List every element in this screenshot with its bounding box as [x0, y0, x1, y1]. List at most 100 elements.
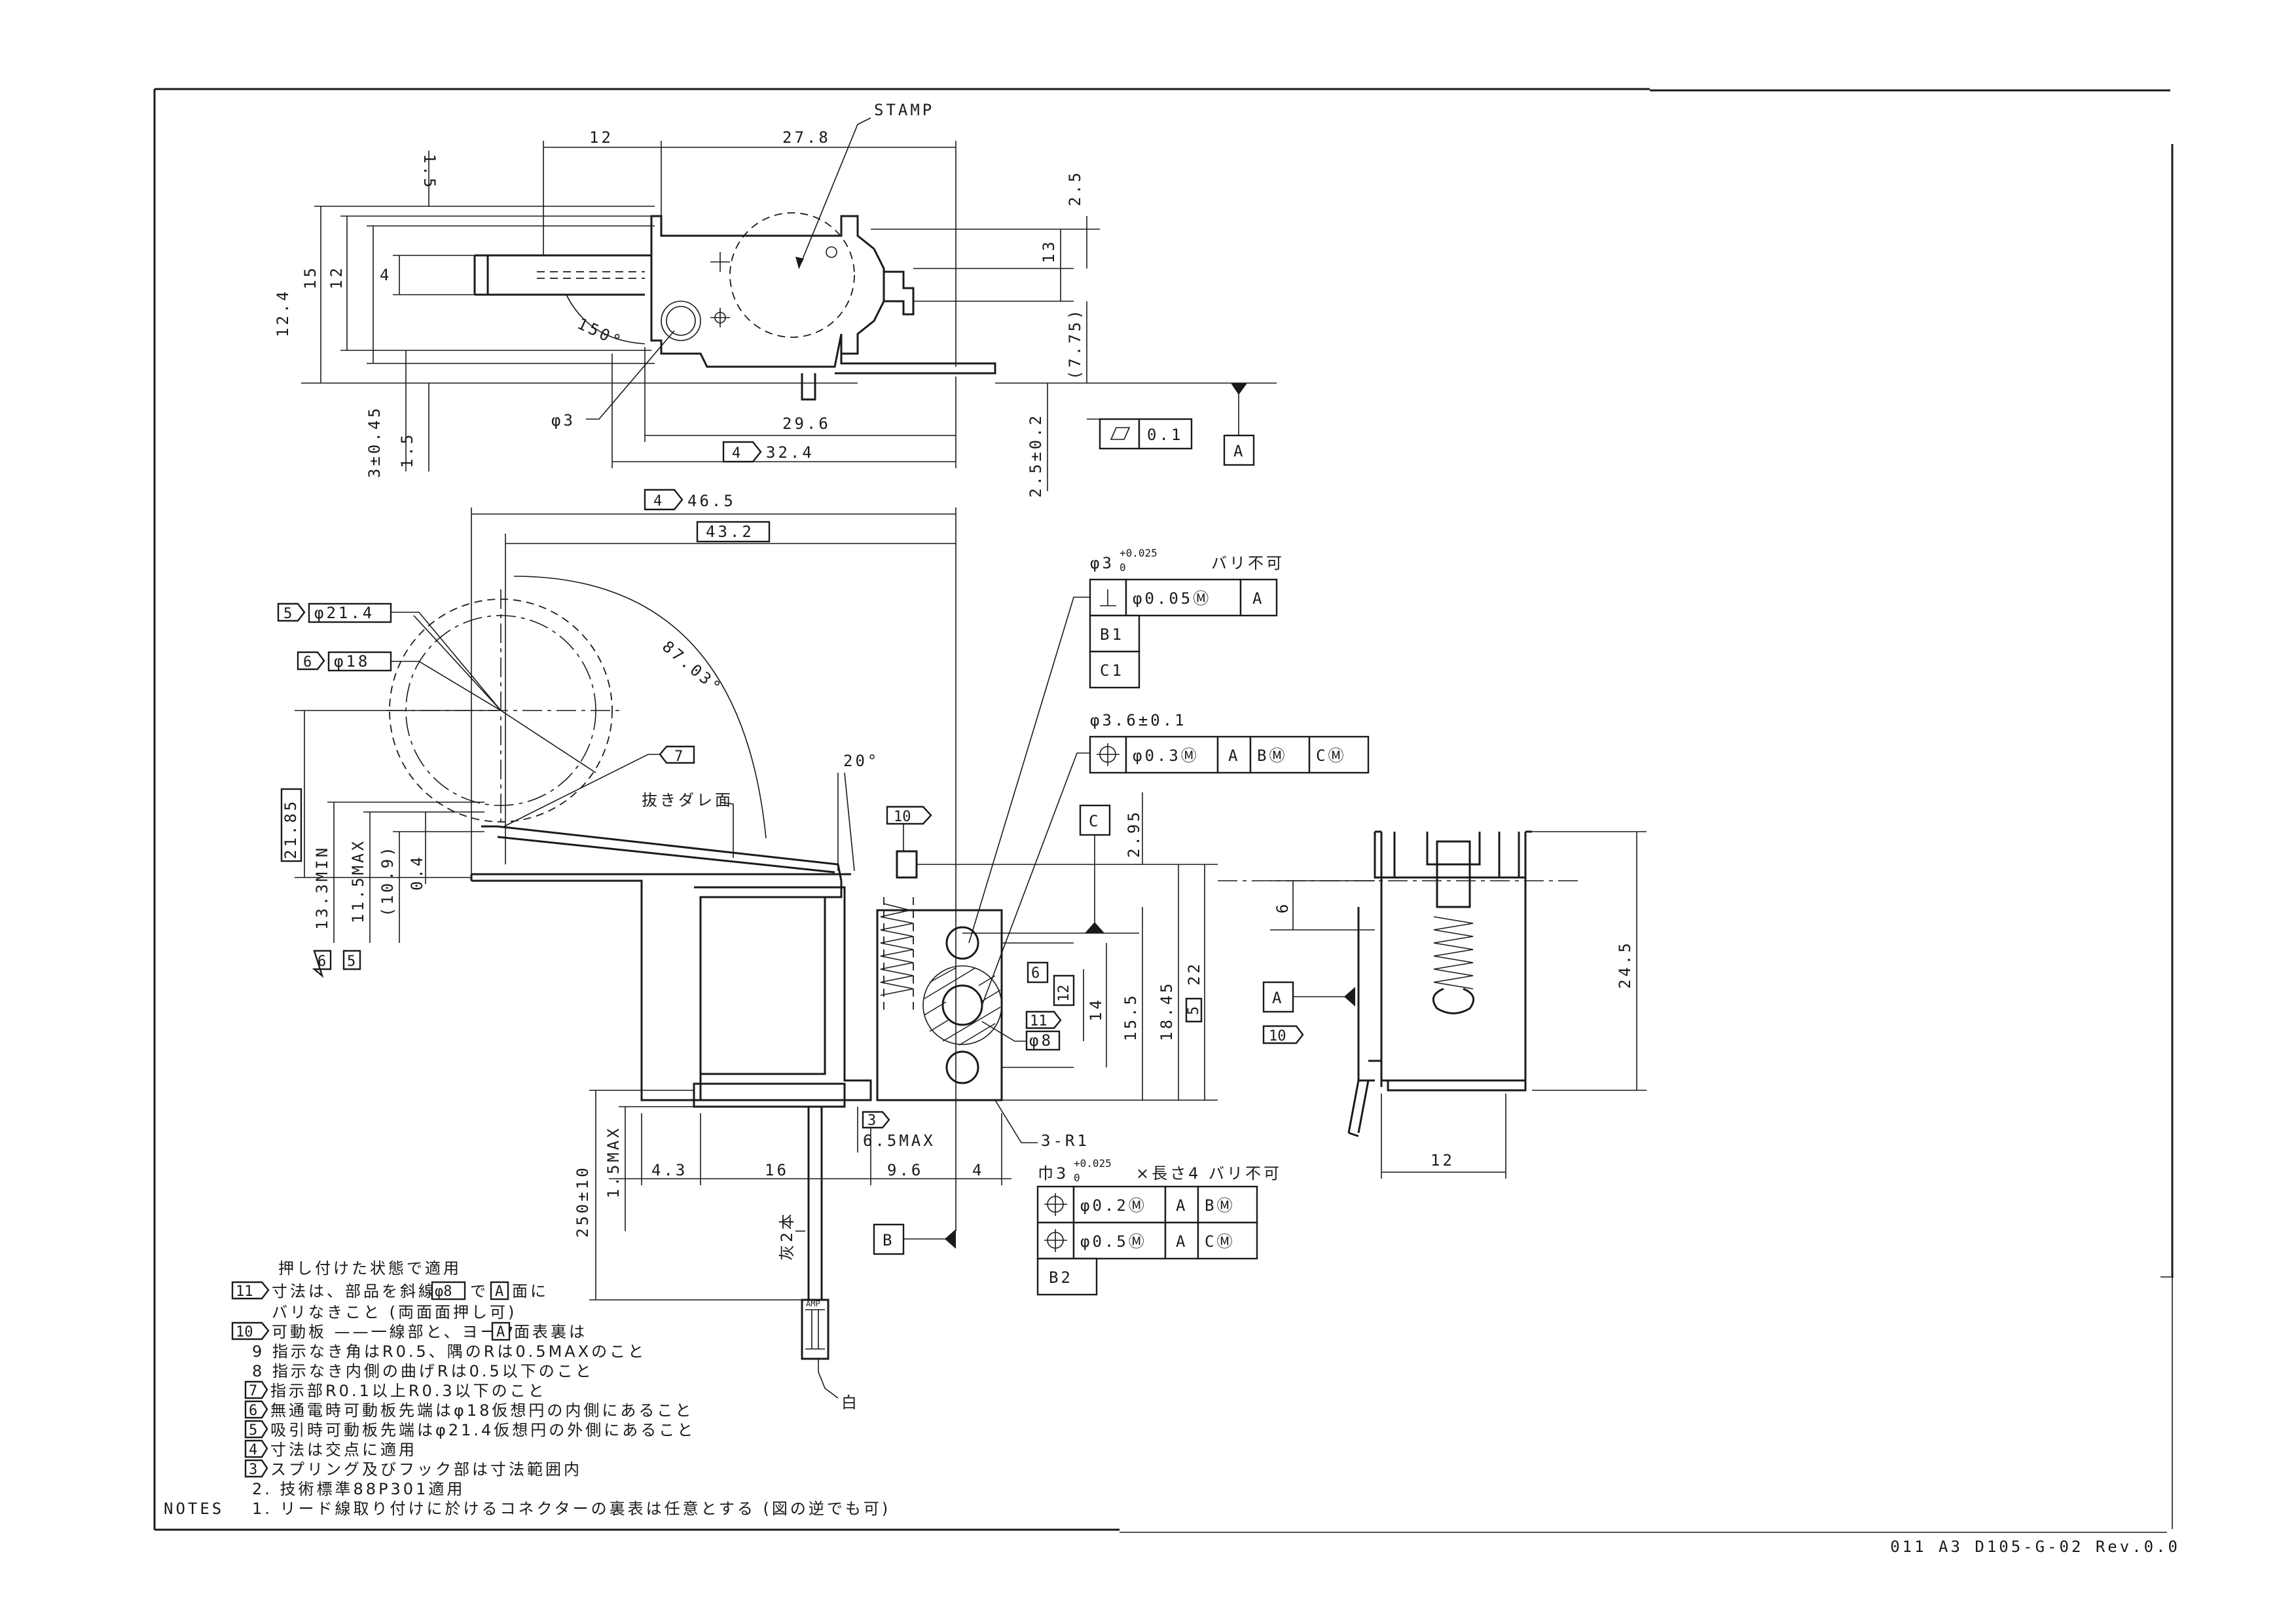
note-11b-end: 面に [512, 1282, 549, 1301]
badge-10-front: 10 [886, 805, 932, 851]
hole1-datum: A [1252, 589, 1264, 608]
svg-text:6: 6 [318, 953, 326, 970]
note-5-badge: 5 [244, 1420, 268, 1439]
note-9: 9 指示なき角はR0.5、隅のRは0.5MAXのこと [252, 1342, 646, 1361]
dim-12-4: 12.4 [274, 289, 292, 337]
angle-87-03: 87.03° [659, 637, 726, 698]
badge-5-right: 5 [1185, 997, 1203, 1023]
dim-9-6: 9.6 [887, 1161, 923, 1179]
dim-43-2: 43.2 [706, 523, 754, 541]
slot-note: ×長さ4 バリ不可 [1136, 1164, 1282, 1183]
svg-text:5: 5 [283, 606, 292, 622]
hatch-ring [924, 967, 1001, 1046]
datum-a-side: A [1262, 981, 1355, 1013]
dim-13: 13 [1040, 239, 1058, 263]
callout-phi18: 6 φ18 [297, 651, 501, 711]
svg-text:φ8: φ8 [1029, 1031, 1053, 1050]
badge-10-side: 10 [1262, 1025, 1304, 1044]
svg-text:φ21.4: φ21.4 [314, 604, 374, 622]
dim-3-r1: 3-R1 [1041, 1132, 1089, 1150]
note-6-badge: 6 [244, 1400, 268, 1419]
hole1-note: バリ不可 [1211, 554, 1285, 572]
top-view: 150° STAMP 12 27.8 1.5 12.4 15 12 4 3±0 [274, 101, 1277, 498]
svg-text:7: 7 [674, 748, 683, 765]
dim-1-5-top: 1.5 [420, 154, 439, 190]
svg-text:11: 11 [236, 1283, 253, 1300]
datum-c: C [1079, 804, 1111, 933]
dim-15-5: 15.5 [1121, 993, 1140, 1041]
svg-text:6: 6 [249, 1403, 257, 1419]
badge-4-top: 4 [722, 441, 762, 463]
svg-text:4: 4 [732, 445, 740, 462]
dim-4-3: 4.3 [651, 1161, 687, 1179]
slot-row1-a: A [1176, 1196, 1188, 1215]
note-11b-box: φ8 [435, 1283, 452, 1300]
svg-text:3: 3 [867, 1113, 876, 1129]
hole1-sub: 0 [1120, 561, 1126, 574]
slot-row1-b: BⓂ [1205, 1196, 1235, 1215]
svg-text:B: B [883, 1231, 894, 1249]
hole2-datum-c: CⓂ [1316, 747, 1346, 765]
svg-text:φ18: φ18 [334, 652, 370, 671]
tolerance-hole2: φ3.6±0.1 φ0.3Ⓜ A BⓂ CⓂ [981, 711, 1370, 1006]
note-4: 寸法は交点に適用 [270, 1441, 417, 1459]
flatness-value: 0.1 [1147, 426, 1183, 444]
svg-text:A: A [1272, 989, 1284, 1007]
dim-18-45: 18.45 [1157, 981, 1176, 1041]
side-view: 6 24.5 12 A 10 [1218, 830, 1647, 1179]
note-4-badge: 4 [244, 1439, 268, 1458]
dim-14: 14 [1087, 997, 1105, 1022]
note-10-end: 面表裏は [514, 1323, 587, 1341]
svg-text:5: 5 [1186, 1006, 1202, 1015]
dim-1-5-max: 1.5MAX [604, 1126, 623, 1198]
note-3-badge: 3 [244, 1459, 268, 1478]
notes-block: 押し付けた状態で適用 11 寸法は、部品を斜線部 φ8 で A 面に バリなきこ… [164, 1259, 888, 1518]
tolerance-hole1: φ3 +0.025 0 バリ不可 φ0.05Ⓜ A B1 C1 [968, 547, 1285, 944]
hole2-datum-b: BⓂ [1257, 747, 1287, 765]
side-dim-6: 6 [1273, 902, 1292, 913]
angle-20: 20° [843, 752, 879, 770]
dim-2-5: 2.5 [1066, 170, 1084, 206]
dim-29-6: 29.6 [782, 415, 831, 433]
badge-3: 3 [862, 1111, 890, 1129]
dim-27-8: 27.8 [782, 128, 831, 147]
svg-text:6: 6 [303, 654, 312, 671]
dim-2-95: 2.95 [1125, 809, 1143, 858]
dim-32-4: 32.4 [766, 443, 814, 462]
note-2: 2. 技術標準88P301適用 [252, 1480, 465, 1498]
nuki-dare-label: 抜きダレ面 [642, 791, 733, 809]
hole1-title: φ3 [1090, 554, 1114, 572]
shiro-label: 白 [841, 1393, 860, 1412]
hole2-value: φ0.3Ⓜ [1133, 747, 1199, 765]
hole1-b1: B1 [1100, 625, 1124, 644]
svg-text:10: 10 [236, 1324, 253, 1340]
dim-250-10: 250±10 [574, 1165, 592, 1238]
dim-2-5-0-2: 2.5±0.2 [1027, 413, 1045, 498]
dim-6-5-max: 6.5MAX [863, 1132, 936, 1150]
dim-12-v: 12 [327, 265, 346, 289]
datum-b: B [873, 1223, 956, 1255]
svg-text:4: 4 [653, 493, 662, 509]
note-11b-box2: A [495, 1283, 503, 1300]
svg-text:12: 12 [1056, 985, 1072, 1003]
dim-7-75: (7.75) [1066, 307, 1084, 380]
slot-sub: 0 [1074, 1172, 1080, 1184]
note-8: 8 指示なき内側の曲げRは0.5以下のこと [252, 1362, 594, 1380]
side-dim-24-5: 24.5 [1616, 940, 1634, 989]
note-10: 可動板 ——一線部と、ヨーク [272, 1323, 517, 1341]
svg-text:4: 4 [249, 1442, 257, 1458]
note-7-badge: 7 [244, 1380, 268, 1399]
datum-a-top: A [1223, 383, 1255, 466]
note-6: 無通電時可動板先端はφ18仮想円の内側にあること [270, 1401, 693, 1420]
note-11b-mid: で [470, 1282, 488, 1301]
badge-4-front: 4 [644, 489, 683, 511]
dim-3-0-45: 3±0.45 [365, 405, 384, 478]
svg-text:C: C [1089, 812, 1101, 830]
badge-6-right: 6 [1027, 961, 1049, 984]
slot-title: 巾3 [1038, 1164, 1068, 1183]
dim-10-9: (10.9) [378, 844, 397, 917]
svg-text:3: 3 [249, 1462, 257, 1478]
notes-label: NOTES [164, 1500, 224, 1518]
side-dim-12: 12 [1430, 1151, 1455, 1170]
note-11c: バリなきこと (両面面押し可) [272, 1303, 517, 1321]
